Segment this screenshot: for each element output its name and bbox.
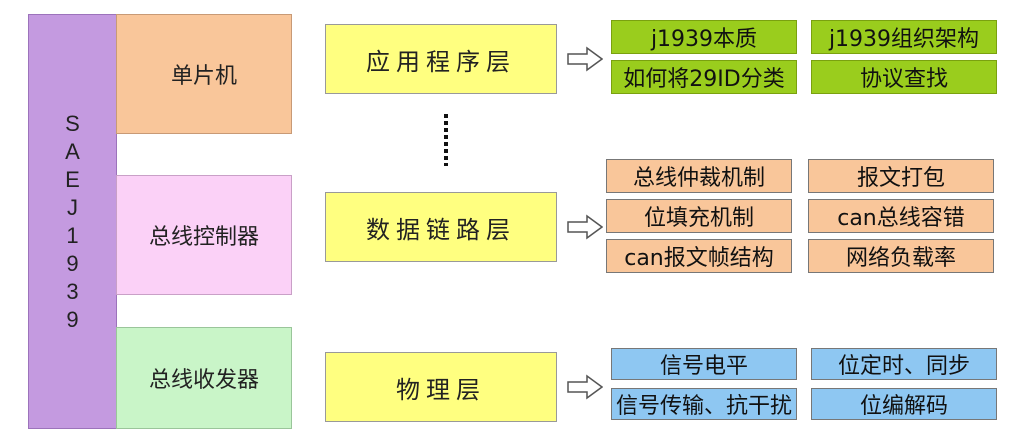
- title-letter: 9: [66, 306, 79, 332]
- title-letter: S: [65, 110, 80, 136]
- title-letter: 1: [66, 222, 79, 248]
- title-letter: J: [67, 194, 78, 220]
- topic-j1939-essence: j1939本质: [611, 20, 797, 54]
- topic-signal-transmission: 信号传输、抗干扰: [611, 388, 797, 420]
- vertical-ellipsis: [444, 114, 448, 166]
- topic-bit-coding: 位编解码: [811, 388, 997, 420]
- topic-bit-stuffing: 位填充机制: [606, 199, 792, 233]
- topic-29id-classification: 如何将29ID分类: [611, 60, 797, 94]
- topic-can-fault-tolerance: can总线容错: [808, 199, 994, 233]
- topic-j1939-architecture: j1939组织架构: [811, 20, 997, 54]
- layer-application: 应用程序层: [325, 24, 557, 94]
- block-bus-controller: 总线控制器: [116, 175, 292, 295]
- topic-bus-arbitration: 总线仲裁机制: [606, 159, 792, 193]
- topic-bit-timing-sync: 位定时、同步: [811, 348, 997, 380]
- topic-protocol-lookup: 协议查找: [811, 60, 997, 94]
- layer-data-link: 数据链路层: [325, 192, 557, 262]
- protocol-title-column: S A E J 1 9 3 9: [28, 14, 117, 429]
- block-bus-transceiver: 总线收发器: [116, 327, 292, 429]
- block-mcu: 单片机: [116, 14, 292, 134]
- topic-signal-level: 信号电平: [611, 348, 797, 380]
- arrow-right-icon: [567, 374, 603, 400]
- title-letter: 3: [66, 278, 79, 304]
- title-letter: 9: [66, 250, 79, 276]
- topic-message-packing: 报文打包: [808, 159, 994, 193]
- arrow-right-icon: [567, 214, 603, 240]
- topic-can-frame-structure: can报文帧结构: [606, 239, 792, 273]
- title-letter: E: [65, 166, 80, 192]
- arrow-right-icon: [567, 46, 603, 72]
- title-letter: A: [65, 138, 80, 164]
- topic-network-load: 网络负载率: [808, 239, 994, 273]
- layer-physical: 物理层: [325, 352, 557, 422]
